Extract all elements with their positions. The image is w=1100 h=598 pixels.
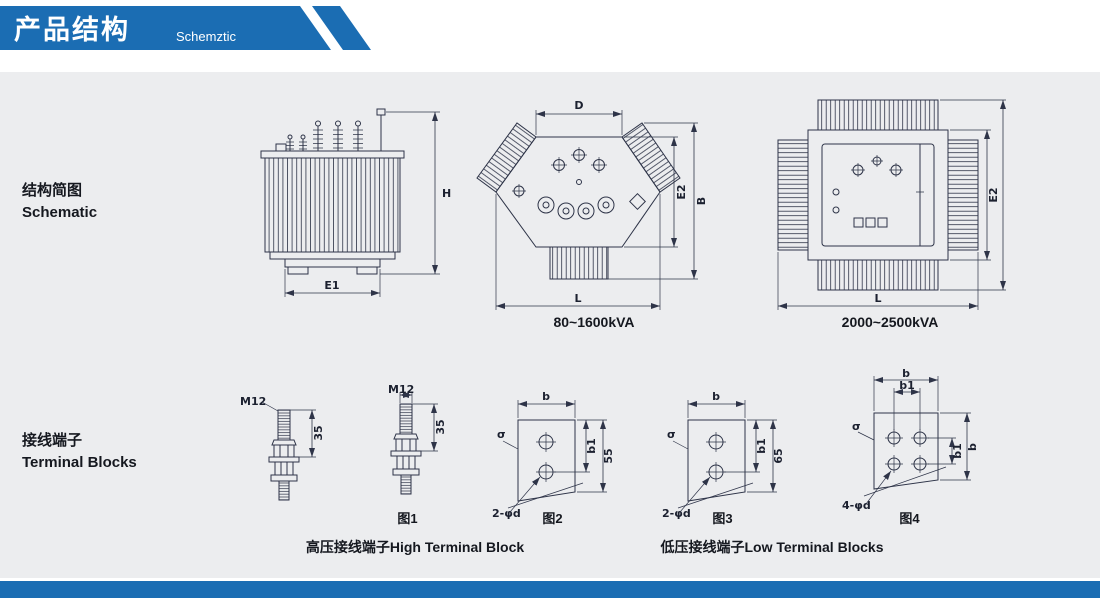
- high-terminal-caption: 高压接线端子High Terminal Block: [305, 539, 525, 555]
- dim-e1: E1: [284, 269, 381, 297]
- label-holes: 2-φd: [662, 476, 711, 520]
- terminal-plate-fig2: b b1 55 σ 2-φd: [492, 390, 615, 520]
- dim-h: H: [380, 111, 451, 275]
- tank-outline: [495, 136, 661, 248]
- bushings-row: [512, 179, 646, 220]
- bolt-b-height-label: 35: [434, 419, 447, 434]
- dim-l: L: [495, 194, 661, 310]
- label-holes: 4-φd: [842, 470, 892, 512]
- plate3-holes-label: 2-φd: [662, 507, 691, 520]
- terminal-bolt-b: M12 35: [388, 383, 447, 495]
- plate2-height-label: 55: [602, 448, 615, 463]
- bushings-top: [551, 147, 607, 173]
- plate-body: [507, 419, 584, 509]
- fig2-caption: 图2: [542, 511, 563, 526]
- plate3-height-label: 65: [772, 448, 785, 463]
- tank-internals: [832, 144, 924, 246]
- schematic-label-en: Schematic: [22, 203, 98, 221]
- header-banner: [0, 6, 371, 50]
- bolt-body: [268, 409, 300, 501]
- dim-e1-label: E1: [324, 279, 339, 292]
- plate4-b1-right-label: b1: [951, 443, 964, 459]
- terminal-section-label: 接线端子 Terminal Blocks: [22, 430, 137, 474]
- radiator-fins: [777, 99, 979, 291]
- dim-h-label: H: [442, 187, 451, 200]
- dim-e2-label: E2: [987, 187, 1000, 202]
- label-thickness: σ: [852, 420, 875, 441]
- transformer-top-view-small: D E2 B L: [476, 99, 708, 310]
- terminal-label-cn: 接线端子: [22, 432, 83, 449]
- label-m12: M12: [388, 383, 414, 403]
- plate4-b-right-label: b: [966, 443, 979, 451]
- dim-e2: E2: [940, 99, 1006, 291]
- transformer-top-view-large: E2 L: [777, 99, 1006, 310]
- transformer-side-view: H E1: [260, 108, 451, 297]
- radiator-fins: [476, 122, 681, 280]
- terminal-label-en: Terminal Blocks: [22, 453, 137, 471]
- plate-body: [863, 412, 947, 497]
- terminal-plate-fig3: b b1 65 σ 2-φd: [662, 390, 785, 520]
- plate3-b-label: b: [712, 390, 720, 403]
- schematic-label-cn: 结构简图: [22, 182, 83, 199]
- label-holes: 2-φd: [492, 476, 541, 520]
- terminal-plate-fig4: b b1 b1 b σ 4-φd: [842, 367, 979, 512]
- lv-bushings: [286, 134, 307, 151]
- plate2-b1-label: b1: [585, 438, 598, 454]
- page-subtitle: Schemztic: [176, 29, 236, 44]
- dim-height: 55: [577, 420, 615, 493]
- dim-b: B: [608, 122, 708, 280]
- dim-b1: b1: [554, 419, 607, 473]
- plate4-b1-label: b1: [899, 379, 915, 392]
- hv-bushings: [313, 120, 363, 151]
- label-thickness: σ: [667, 428, 689, 450]
- fig1-caption: 图1: [397, 511, 418, 526]
- dim-e2-label: E2: [675, 184, 688, 199]
- plate-body: [677, 419, 754, 509]
- plate3-b1-label: b1: [755, 438, 768, 454]
- dim-l: L: [777, 252, 979, 310]
- bolt-b-thread-label: M12: [388, 383, 414, 396]
- base: [269, 251, 396, 275]
- bolt-body: [390, 403, 422, 495]
- thermometer-pipe: [376, 108, 386, 151]
- footer-bar: [0, 581, 1100, 598]
- schematic-section-label: 结构简图 Schematic: [22, 180, 97, 224]
- tank-body: [260, 143, 405, 253]
- dim-b-right: b: [940, 412, 979, 481]
- plate4-thickness-label: σ: [852, 420, 861, 433]
- terminal-bolt-a: M12 35: [240, 395, 325, 501]
- page-title: 产品结构: [14, 15, 130, 45]
- dim-35: 35: [290, 409, 325, 458]
- fig4-caption: 图4: [899, 511, 920, 526]
- dim-b1: b1: [724, 419, 777, 473]
- bolt-a-height-label: 35: [312, 425, 325, 440]
- dim-d: D: [535, 99, 623, 135]
- plate2-holes-label: 2-φd: [492, 507, 521, 520]
- dim-b1-top: b1: [893, 379, 921, 430]
- tank-outline: [807, 129, 949, 261]
- plate4-holes-label: 4-φd: [842, 499, 871, 512]
- dim-35: 35: [412, 403, 447, 452]
- plate3-thickness-label: σ: [667, 428, 676, 441]
- dim-l-label: L: [574, 292, 581, 305]
- dim-b: b: [687, 390, 746, 418]
- fig3-caption: 图3: [712, 511, 733, 526]
- dim-b: b: [517, 390, 576, 418]
- dim-e2: E2: [624, 136, 688, 248]
- label-thickness: σ: [497, 428, 519, 450]
- dim-b-top: b: [873, 367, 939, 411]
- plate4-b-label: b: [902, 367, 910, 380]
- plate2-thickness-label: σ: [497, 428, 506, 441]
- plate2-b-label: b: [542, 390, 550, 403]
- bolt-a-thread-label: M12: [240, 395, 266, 408]
- caption-large-range: 2000~2500kVA: [841, 314, 939, 330]
- low-terminal-caption: 低压接线端子Low Terminal Blocks: [660, 539, 884, 555]
- label-m12: M12: [240, 395, 279, 412]
- dim-l-label: L: [874, 292, 881, 305]
- dim-height: 65: [747, 420, 785, 493]
- caption-small-range: 80~1600kVA: [553, 314, 635, 330]
- dim-b-label: B: [695, 197, 708, 205]
- dim-d-label: D: [574, 99, 583, 112]
- dim-b1-right: b1: [928, 437, 964, 465]
